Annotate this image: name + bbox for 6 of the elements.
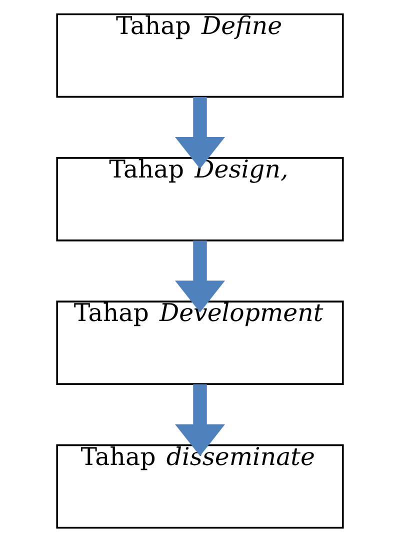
node-box: Tahap disseminate [56, 444, 344, 529]
arrow [175, 384, 225, 456]
node-box: Tahap Define [56, 13, 344, 98]
node-box: Tahap Development [56, 300, 344, 385]
arrow [175, 240, 225, 312]
arrow [175, 96, 225, 169]
